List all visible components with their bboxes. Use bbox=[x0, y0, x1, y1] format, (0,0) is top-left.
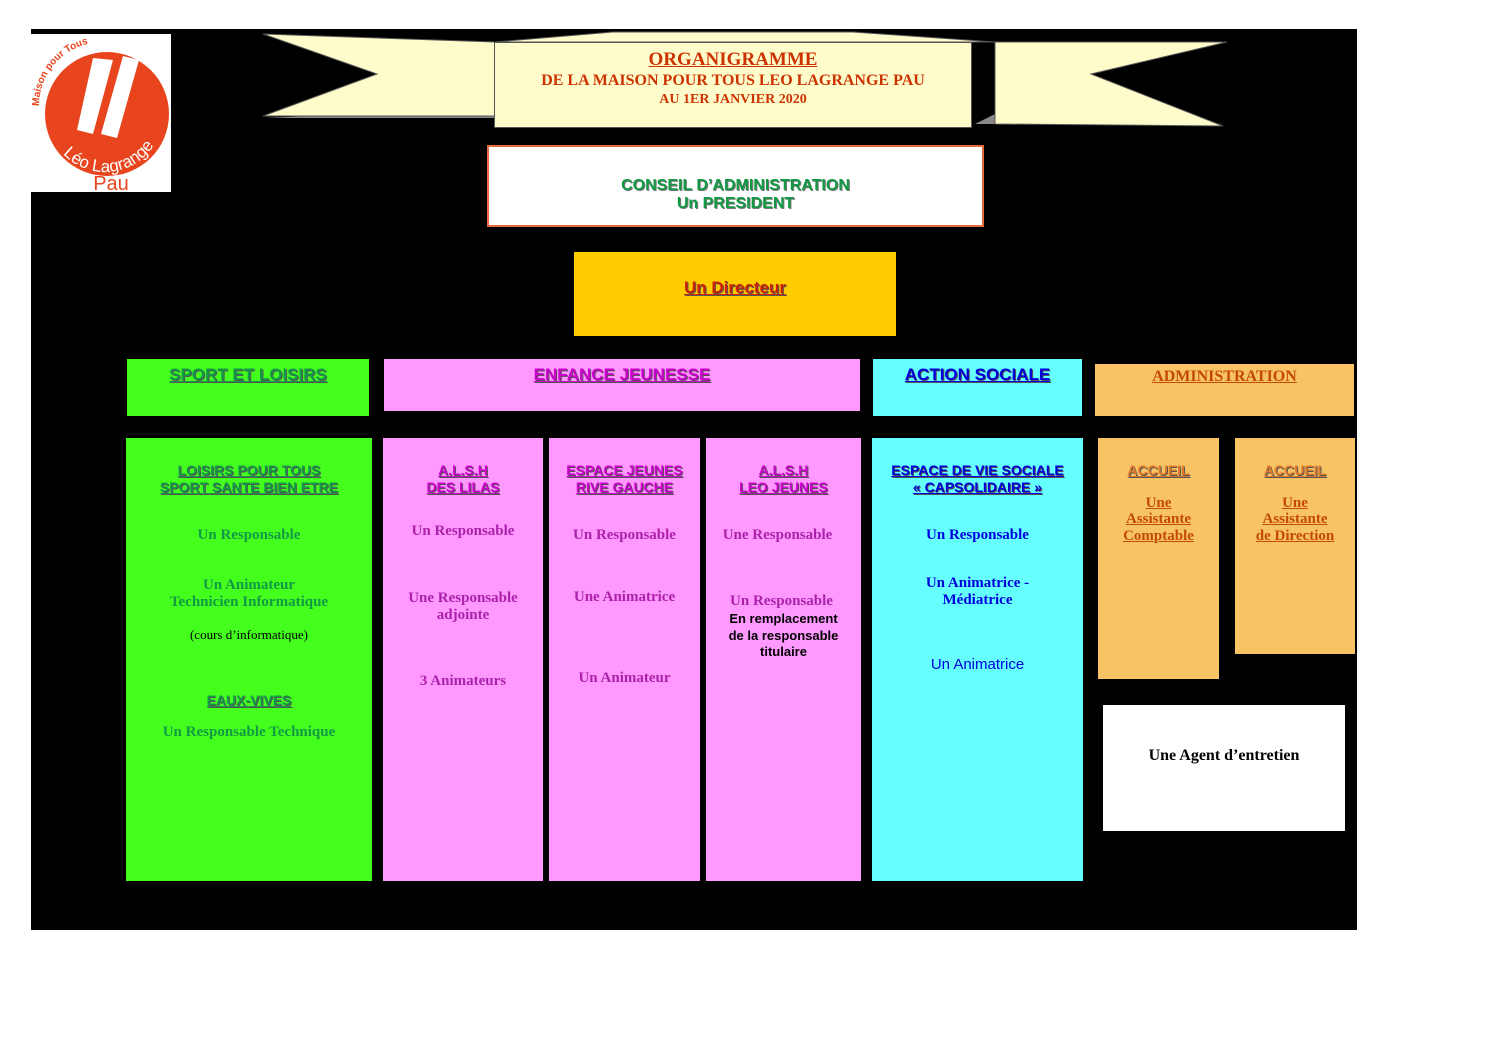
sport-eaux-vives: EAUX-VIVES bbox=[206, 692, 292, 708]
title-ribbon bbox=[262, 31, 1228, 127]
node-agent-entretien: Une Agent d’entretien bbox=[1103, 705, 1345, 831]
capso-role-responsable: Un Responsable bbox=[926, 527, 1029, 543]
node-accueil-comptable: ACCUEIL Une Assistante Comptable bbox=[1098, 438, 1219, 679]
direction-line-3: de Direction bbox=[1255, 528, 1335, 544]
header-enfance-label: ENFANCE JEUNESSE bbox=[533, 365, 711, 384]
conseil-president: Un PRESIDENT bbox=[676, 195, 795, 212]
leo-role-responsable: Une Responsable bbox=[722, 527, 833, 543]
compta-line-1: Une bbox=[1145, 495, 1172, 511]
rive-title-1: ESPACE JEUNES bbox=[566, 462, 683, 478]
node-alsh-lilas: A.L.S.H DES LILAS Un Responsable Une Res… bbox=[383, 438, 543, 881]
leo-note-1: En remplacement bbox=[729, 611, 838, 626]
lilas-role-adjointe-1: Une Responsable bbox=[408, 590, 518, 606]
rive-title-2: RIVE GAUCHE bbox=[575, 479, 674, 495]
sport-role-technique: Un Responsable Technique bbox=[162, 724, 336, 740]
title-date: AU 1ER JANVIER 2020 bbox=[659, 92, 807, 107]
capso-role-animatrice: Un Animatrice bbox=[930, 656, 1025, 673]
sport-role-technicien: Technicien Informatique bbox=[169, 594, 329, 610]
direction-line-1: Une bbox=[1282, 495, 1308, 511]
leo-title-2: LEO JEUNES bbox=[739, 479, 828, 495]
compta-title: ACCUEIL bbox=[1127, 462, 1190, 478]
logo-city: Pau bbox=[93, 173, 129, 192]
node-espace-vie-sociale: ESPACE DE VIE SOCIALE « CAPSOLIDAIRE » U… bbox=[872, 438, 1083, 881]
compta-line-2: Assistante bbox=[1125, 511, 1191, 527]
direction-title: ACCUEIL bbox=[1263, 462, 1327, 478]
directeur-label: Un Directeur bbox=[683, 278, 787, 297]
capso-role-mediatrice-2: Médiatrice bbox=[942, 592, 1013, 608]
lilas-title-1: A.L.S.H bbox=[438, 462, 488, 478]
title-org: DE LA MAISON POUR TOUS LEO LAGRANGE PAU bbox=[541, 72, 925, 89]
leo-title-1: A.L.S.H bbox=[758, 462, 809, 478]
node-espace-jeunes-rive-gauche: ESPACE JEUNES RIVE GAUCHE Un Responsable… bbox=[549, 438, 700, 881]
leo-role-remplacant: Un Responsable bbox=[730, 593, 833, 609]
lilas-role-animateurs: 3 Animateurs bbox=[419, 673, 507, 689]
node-alsh-leo-jeunes: A.L.S.H LEO JEUNES Une Responsable Un Re… bbox=[706, 438, 861, 881]
sport-title-2: SPORT SANTE BIEN ETRE bbox=[159, 479, 339, 495]
capso-title-1: ESPACE DE VIE SOCIALE bbox=[891, 462, 1064, 478]
capso-title-2: « CAPSOLIDAIRE » bbox=[912, 479, 1043, 495]
leo-note-2: de la responsable bbox=[728, 628, 839, 643]
header-action-sociale: ACTION SOCIALE bbox=[873, 359, 1082, 416]
header-sport-loisirs: SPORT ET LOISIRS bbox=[127, 359, 369, 416]
capso-role-mediatrice-1: Un Animatrice - bbox=[925, 575, 1030, 591]
lilas-title-2: DES LILAS bbox=[426, 479, 500, 495]
rive-role-responsable: Un Responsable bbox=[573, 527, 676, 543]
node-accueil-direction: ACCUEIL Une Assistante de Direction bbox=[1235, 438, 1355, 654]
logo-graphic: Maison pour Tous Léo Lagrange Pau bbox=[31, 36, 169, 195]
rive-role-animatrice: Une Animatrice bbox=[573, 589, 676, 605]
rive-role-animateur: Un Animateur bbox=[578, 670, 671, 686]
agent-label: Une Agent d’entretien bbox=[1148, 747, 1300, 764]
header-action-label: ACTION SOCIALE bbox=[904, 365, 1051, 384]
sport-note: (cours d’informatique) bbox=[189, 627, 309, 642]
header-enfance-jeunesse: ENFANCE JEUNESSE bbox=[384, 359, 860, 411]
sport-role-animateur: Un Animateur bbox=[202, 577, 296, 593]
compta-line-3: Comptable bbox=[1123, 528, 1194, 544]
header-sport-label: SPORT ET LOISIRS bbox=[169, 365, 327, 384]
sport-role-responsable: Un Responsable bbox=[197, 527, 301, 543]
node-conseil: CONSEIL D’ADMINISTRATION Un PRESIDENT bbox=[487, 145, 984, 227]
node-loisirs-pour-tous: LOISIRS POUR TOUS SPORT SANTE BIEN ETRE … bbox=[126, 438, 372, 881]
header-administration: ADMINISTRATION bbox=[1095, 364, 1354, 416]
node-directeur: Un Directeur bbox=[574, 252, 896, 336]
header-admin-label: ADMINISTRATION bbox=[1152, 368, 1297, 385]
direction-line-2: Assistante bbox=[1262, 511, 1328, 527]
lilas-role-adjointe-2: adjointe bbox=[436, 607, 490, 623]
logo: Maison pour Tous Léo Lagrange Pau bbox=[31, 34, 171, 195]
title-box: ORGANIGRAMME DE LA MAISON POUR TOUS LEO … bbox=[494, 42, 972, 128]
lilas-role-responsable: Un Responsable bbox=[411, 523, 515, 539]
sport-title-1: LOISIRS POUR TOUS bbox=[177, 462, 321, 478]
leo-note-3: titulaire bbox=[760, 644, 807, 659]
title-main: ORGANIGRAMME bbox=[648, 49, 818, 70]
conseil-title: CONSEIL D’ADMINISTRATION bbox=[621, 177, 850, 194]
